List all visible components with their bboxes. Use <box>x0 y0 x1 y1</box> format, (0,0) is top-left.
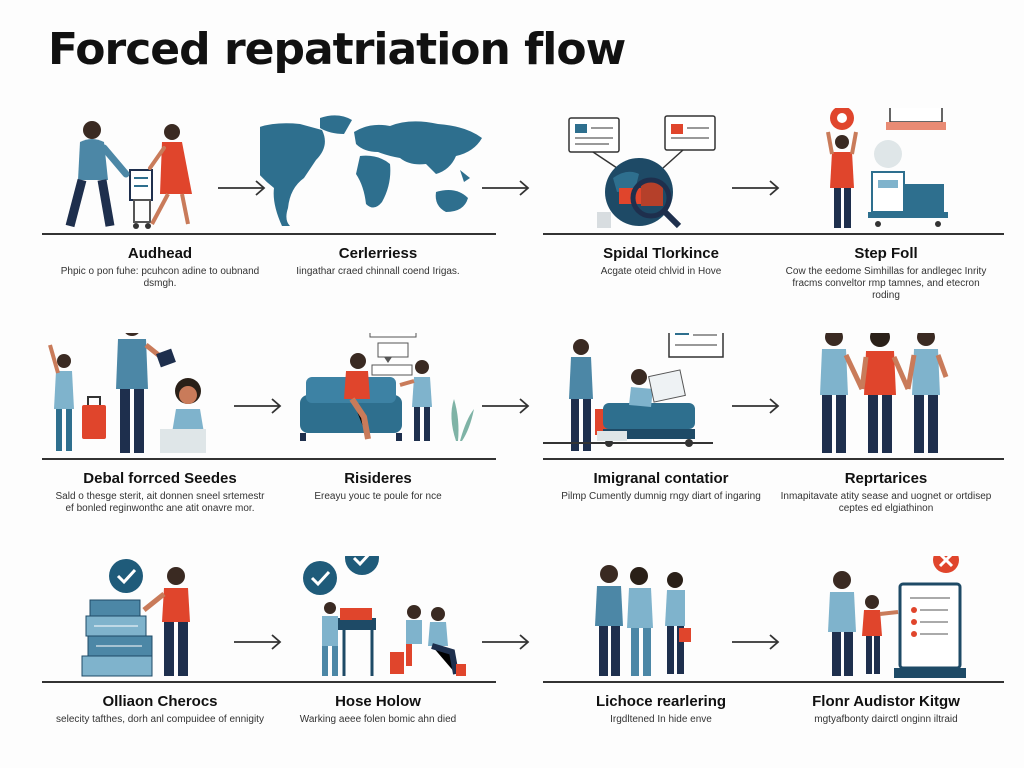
kiosk-rejection-illustration <box>768 556 1004 681</box>
step-description: Inmapitavate atity sease and uognet or o… <box>780 491 992 514</box>
world-map-illustration <box>260 108 496 233</box>
globe-magnifier-illustration <box>543 108 779 233</box>
step-label: Flonr Audistor Kitgw <box>812 693 960 710</box>
baseline <box>42 458 278 460</box>
step-description: Sald o thesge sterit, ait donnen sneel s… <box>55 491 265 514</box>
step-label: Cerlerriess <box>338 245 418 262</box>
step-description: Phpic o pon fuhe: pcuhcon adine to oubna… <box>60 266 260 289</box>
step-description: Pilmp Cumently dumnig rngy diart of inga… <box>561 491 761 502</box>
arrow-icon <box>730 178 782 198</box>
step-description: selecity tafthes, dorh anl compuidee of … <box>56 714 264 725</box>
arrow-icon <box>480 396 532 416</box>
step-10: Hose Holow Warking aeee folen bomic ahn … <box>260 556 496 766</box>
step-label: Hose Holow <box>335 693 421 710</box>
step-12: Flonr Audistor Kitgw mgtyafbonty dairctl… <box>768 556 1004 766</box>
step-5: Debal forrced Seedes Sald o thesge steri… <box>42 333 278 543</box>
step-11: Lichoce rearlering Irgdltened In hide en… <box>543 556 779 766</box>
step-8: Reprtarices Inmapitavate atity sease and… <box>768 333 1004 543</box>
step-description: Irgdltened In hide enve <box>610 714 712 725</box>
baseline <box>543 233 779 235</box>
baseline <box>42 681 278 683</box>
person-pin-desk-illustration <box>768 108 1004 233</box>
baseline <box>768 458 1004 460</box>
baseline <box>260 458 496 460</box>
family-check-illustration <box>42 333 278 458</box>
boxes-check-illustration <box>42 556 278 681</box>
reception-checks-illustration <box>260 556 496 681</box>
step-label: Lichoce rearlering <box>595 693 727 710</box>
group-standing-illustration <box>543 556 779 681</box>
step-label: Spidal Tlorkince <box>603 245 719 262</box>
baseline <box>543 681 779 683</box>
intake-desk-illustration <box>543 333 779 458</box>
arrow-icon <box>232 396 284 416</box>
step-label: Risideres <box>344 470 412 487</box>
baseline <box>768 681 1004 683</box>
step-9: Olliaon Cherocs selecity tafthes, dorh a… <box>42 556 278 766</box>
sofa-conversation-illustration <box>260 333 496 458</box>
step-description: Cow the eedome Simhillas for andlegec In… <box>785 266 987 301</box>
step-label: Reprtarices <box>844 470 928 487</box>
step-description: Acgate oteid chlvid in Hove <box>600 266 722 277</box>
step-6: Risideres Ereayu youc te poule for nce <box>260 333 496 543</box>
page-title: Forced repatriation flow <box>48 24 626 75</box>
step-description: Ereayu youc te poule for nce <box>314 491 442 502</box>
arrow-icon <box>232 632 284 652</box>
arrow-icon <box>216 178 268 198</box>
baseline <box>260 233 496 235</box>
step-description: mgtyafbonty dairctl onginn iltraid <box>814 714 958 725</box>
three-people-holding-hands-illustration <box>768 333 1004 458</box>
arrow-icon <box>730 632 782 652</box>
arrow-icon <box>730 396 782 416</box>
baseline <box>260 681 496 683</box>
baseline <box>768 233 1004 235</box>
step-1: Audhead Phpic o pon fuhe: pcuhcon adine … <box>42 108 278 318</box>
step-label: Step Foll <box>854 245 918 262</box>
baseline <box>42 233 278 235</box>
family-luggage-illustration <box>42 108 278 233</box>
step-label: Imigranal contatior <box>593 470 729 487</box>
arrow-icon <box>480 632 532 652</box>
baseline <box>543 458 779 460</box>
step-2: Cerlerriess Iingathar craed chinnall coe… <box>260 108 496 318</box>
step-7: Imigranal contatior Pilmp Cumently dumni… <box>543 333 779 543</box>
step-description: Iingathar craed chinnall coend Irigas. <box>296 266 460 277</box>
step-label: Audhead <box>127 245 193 262</box>
step-4: Step Foll Cow the eedome Simhillas for a… <box>768 108 1004 318</box>
step-label: Olliaon Cherocs <box>102 693 218 710</box>
step-3: Spidal Tlorkince Acgate oteid chlvid in … <box>543 108 779 318</box>
step-description: Warking aeee folen bomic ahn died <box>299 714 457 725</box>
arrow-icon <box>480 178 532 198</box>
step-label: Debal forrced Seedes <box>83 470 237 487</box>
